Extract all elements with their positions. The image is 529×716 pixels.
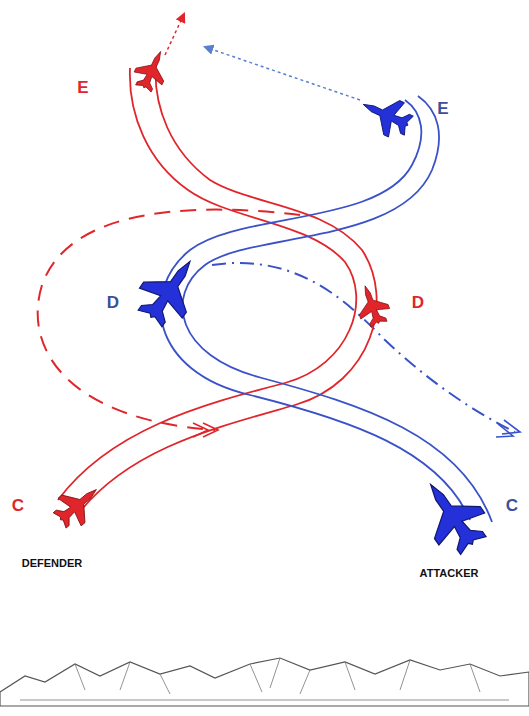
blue-direction-arrow (205, 47, 360, 100)
attacker-jet (129, 247, 212, 334)
phase-letter: C (12, 497, 24, 514)
attacker-jet (408, 469, 496, 562)
phase-letter: E (437, 100, 448, 117)
defender-jet (351, 281, 394, 330)
blue-dashed-path (212, 263, 515, 432)
blue-chevrons (496, 420, 520, 437)
red-flight-path (58, 68, 356, 500)
phase-letter: C (506, 497, 518, 514)
phase-letter: D (107, 294, 119, 311)
defender-jet (130, 45, 175, 95)
red-flight-path (78, 60, 377, 514)
phase-letter: D (412, 294, 424, 311)
mountain-shading (20, 658, 509, 700)
mountain-range (0, 658, 529, 706)
role-label: ATTACKER (420, 568, 479, 579)
phase-letter: E (77, 79, 88, 96)
role-label: DEFENDER (22, 558, 83, 569)
blue-flight-path (182, 96, 492, 522)
red-direction-arrow (165, 14, 184, 55)
blue-flight-path (161, 100, 470, 520)
attacker-jet (355, 87, 417, 143)
defender-jet (48, 476, 108, 534)
